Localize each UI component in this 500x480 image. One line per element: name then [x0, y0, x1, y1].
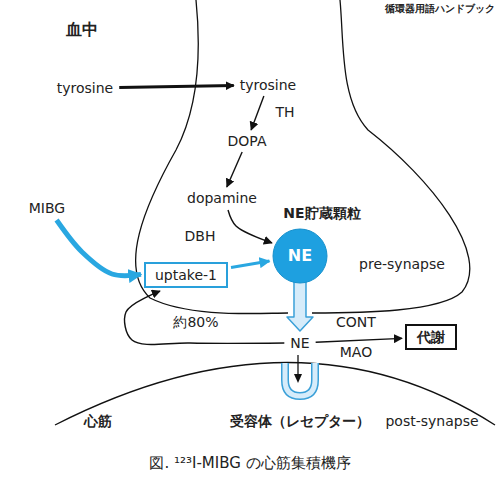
node-text: uptake-1 — [155, 267, 217, 283]
substance-label: tyrosine — [237, 76, 299, 94]
node-text: NE — [290, 335, 309, 351]
blood-substance: tyrosine — [54, 79, 116, 97]
connector-arrow — [251, 96, 264, 130]
node-text: dopamine — [187, 190, 257, 206]
receptor-symbol — [285, 363, 315, 396]
connector-arrow — [316, 338, 402, 342]
edge-label: DBH — [183, 228, 218, 244]
transporter-box: uptake-1 — [144, 262, 228, 288]
substance-label: DOPA — [225, 132, 270, 150]
edge-label: TH — [273, 104, 296, 120]
synaptic-ne: NE — [287, 334, 312, 352]
connector-arrow — [57, 220, 141, 275]
source-watermark: 循環器用語ハンドブック — [383, 3, 497, 15]
node-text: tyrosine — [57, 80, 113, 96]
presynaptic-membrane — [312, 0, 470, 313]
release-arrow — [287, 281, 313, 331]
node-text: MIBG — [29, 200, 65, 216]
presynaptic-membrane — [136, 0, 288, 314]
tracer-label: MIBG — [26, 199, 68, 217]
region-label: 心筋 — [82, 413, 114, 429]
storage-granule: NE — [272, 228, 328, 284]
region-label: post-synapse — [383, 413, 480, 429]
connector-arrow — [125, 291, 285, 344]
granule-label: NE貯蔵顆粒 — [281, 205, 362, 221]
receptor-label: 受容体（レセプター） — [228, 413, 372, 429]
connector-arrow — [119, 86, 234, 88]
connector-arrow — [231, 261, 269, 267]
node-text: tyrosine — [240, 77, 296, 93]
region-label: pre-synapse — [357, 256, 447, 272]
receptor-symbol — [285, 363, 315, 396]
edge-label: 約80% — [171, 314, 220, 330]
connector-arrow — [227, 152, 242, 187]
enzyme-label: MAO — [338, 344, 374, 360]
node-text: NE — [288, 247, 312, 265]
edge-label: CONT — [334, 314, 378, 330]
region-label: 血中 — [64, 21, 100, 39]
node-text: DOPA — [228, 133, 267, 149]
binding-arrowhead — [294, 374, 302, 383]
figure-caption: 図. ¹²³I-MIBG の心筋集積機序 — [147, 455, 352, 472]
substance-label: dopamine — [184, 189, 260, 207]
metabolism-box: 代謝 — [405, 324, 457, 350]
connector-arrow — [228, 210, 272, 243]
node-text: 代謝 — [417, 329, 445, 345]
